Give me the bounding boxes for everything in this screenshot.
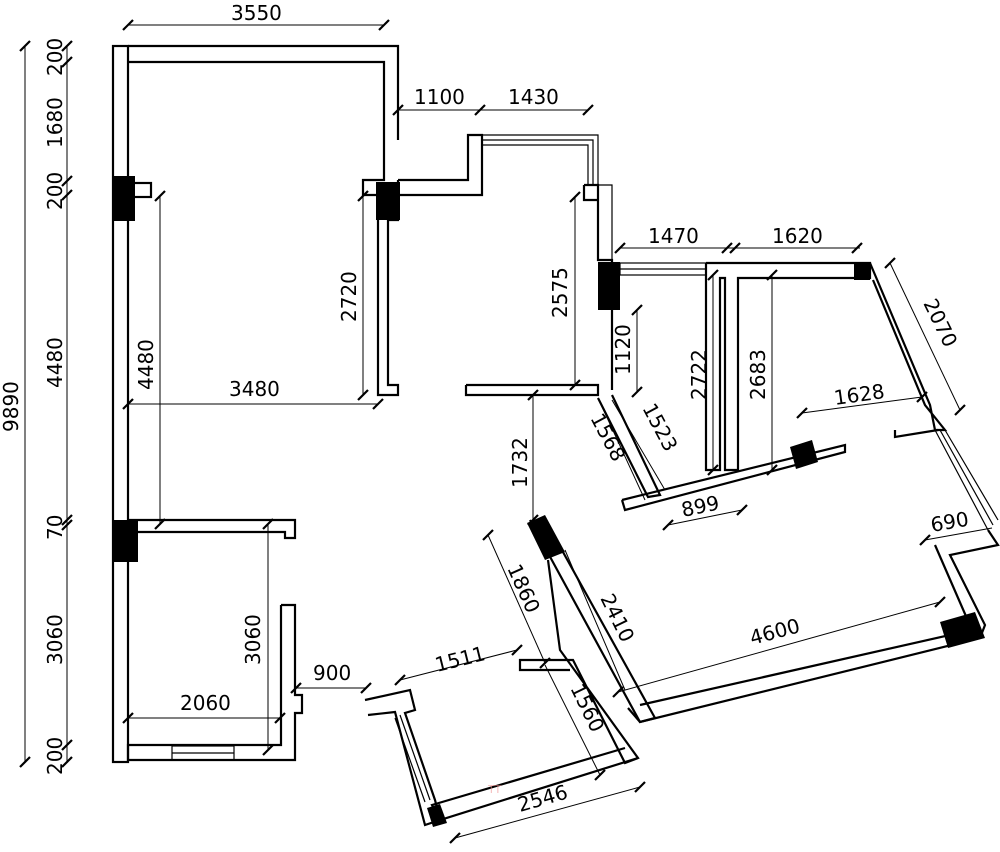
dim-2575: 2575 — [548, 267, 572, 318]
dim-4600: 4600 — [747, 613, 802, 649]
dim-690: 690 — [929, 507, 971, 537]
dim-1860: 1860 — [502, 560, 545, 616]
dimension-labels: 3550 1100 1430 9890 200 1680 200 4480 70… — [0, 1, 970, 817]
dim-left-1680: 1680 — [43, 97, 67, 148]
dim-2060: 2060 — [180, 691, 231, 715]
dim-1511: 1511 — [432, 641, 487, 677]
dim-3060: 3060 — [241, 614, 265, 665]
dim-1620: 1620 — [772, 224, 823, 248]
columns — [113, 176, 985, 827]
dim-1523: 1523 — [638, 399, 683, 455]
walls — [111, 44, 1000, 827]
dim-2720: 2720 — [337, 271, 361, 322]
dim-9890: 9890 — [0, 381, 23, 432]
dim-2683: 2683 — [746, 349, 770, 400]
dim-left-200-c: 200 — [43, 737, 67, 775]
dim-room1-width: 3480 — [229, 377, 280, 401]
dim-left-3060: 3060 — [43, 614, 67, 665]
dim-1430: 1430 — [508, 85, 559, 109]
dim-room1-height: 4480 — [134, 339, 158, 390]
dim-3550: 3550 — [231, 1, 282, 25]
dim-left-70: 70 — [43, 515, 67, 540]
dim-left-4480: 4480 — [43, 337, 67, 388]
dim-1628: 1628 — [832, 379, 886, 410]
dim-left-200-b: 200 — [43, 172, 67, 210]
dim-2546: 2546 — [515, 780, 571, 817]
dim-1732: 1732 — [508, 437, 532, 488]
dim-1100: 1100 — [414, 85, 465, 109]
dimension-lines — [19, 19, 993, 844]
dim-2070: 2070 — [919, 295, 963, 351]
watermark: TT — [487, 783, 502, 796]
dim-left-200-a: 200 — [43, 38, 67, 76]
dim-1120: 1120 — [611, 324, 635, 375]
dim-1470: 1470 — [648, 224, 699, 248]
dim-2722: 2722 — [687, 349, 711, 400]
dim-900: 900 — [313, 661, 351, 685]
